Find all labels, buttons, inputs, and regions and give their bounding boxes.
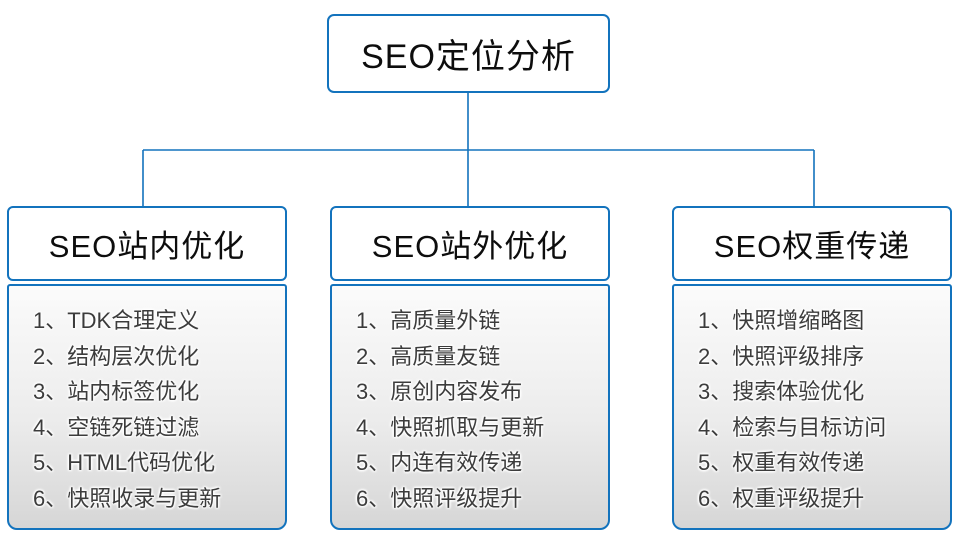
branch-title: SEO站外优化 [371,229,569,264]
root-node: SEO定位分析 [327,14,610,93]
list-item: 2、高质量友链 [356,343,501,369]
list-item: 4、检索与目标访问 [698,414,887,440]
list-item: 2、结构层次优化 [33,343,200,369]
branch-title: SEO权重传递 [713,229,911,264]
list-item: 3、原创内容发布 [356,379,523,404]
list-item: 1、快照增缩略图 [698,308,865,333]
root-node-title: SEO定位分析 [361,38,576,76]
list-item: 6、权重评级提升 [698,485,865,511]
branch-offsite-optimization: SEO站外优化 1、高质量外链 2、高质量友链 3、原创内容发布 4、快照抓取与… [330,206,610,530]
branch-weight-transfer: SEO权重传递 1、快照增缩略图 2、快照评级排序 3、搜索体验优化 4、检索与… [672,206,952,530]
branch-header: SEO站内优化 [7,206,287,281]
branch-onsite-optimization: SEO站内优化 1、TDK合理定义 2、结构层次优化 3、站内标签优化 4、空链… [7,206,287,530]
branch-header: SEO站外优化 [330,206,610,281]
list-item: 6、快照收录与更新 [33,485,222,511]
list-item: 5、权重有效传递 [698,450,865,475]
list-item: 1、TDK合理定义 [33,308,200,333]
list-item: 4、空链死链过滤 [33,414,200,440]
list-item: 5、内连有效传递 [356,450,523,475]
list-item: 2、快照评级排序 [698,343,865,369]
list-item: 3、搜索体验优化 [698,379,865,404]
list-item: 5、HTML代码优化 [33,450,216,475]
list-item: 1、高质量外链 [356,308,501,333]
branch-item-list: 1、TDK合理定义 2、结构层次优化 3、站内标签优化 4、空链死链过滤 5、H… [7,284,287,530]
branch-item-list: 1、高质量外链 2、高质量友链 3、原创内容发布 4、快照抓取与更新 5、内连有… [330,284,610,530]
tree-connector-path [142,93,815,207]
branch-header: SEO权重传递 [672,206,952,281]
list-item: 3、站内标签优化 [33,379,200,404]
branch-item-list: 1、快照增缩略图 2、快照评级排序 3、搜索体验优化 4、检索与目标访问 5、权… [672,284,952,530]
branch-title: SEO站内优化 [48,229,246,264]
list-item: 4、快照抓取与更新 [356,414,545,440]
list-item: 6、快照评级提升 [356,485,523,511]
